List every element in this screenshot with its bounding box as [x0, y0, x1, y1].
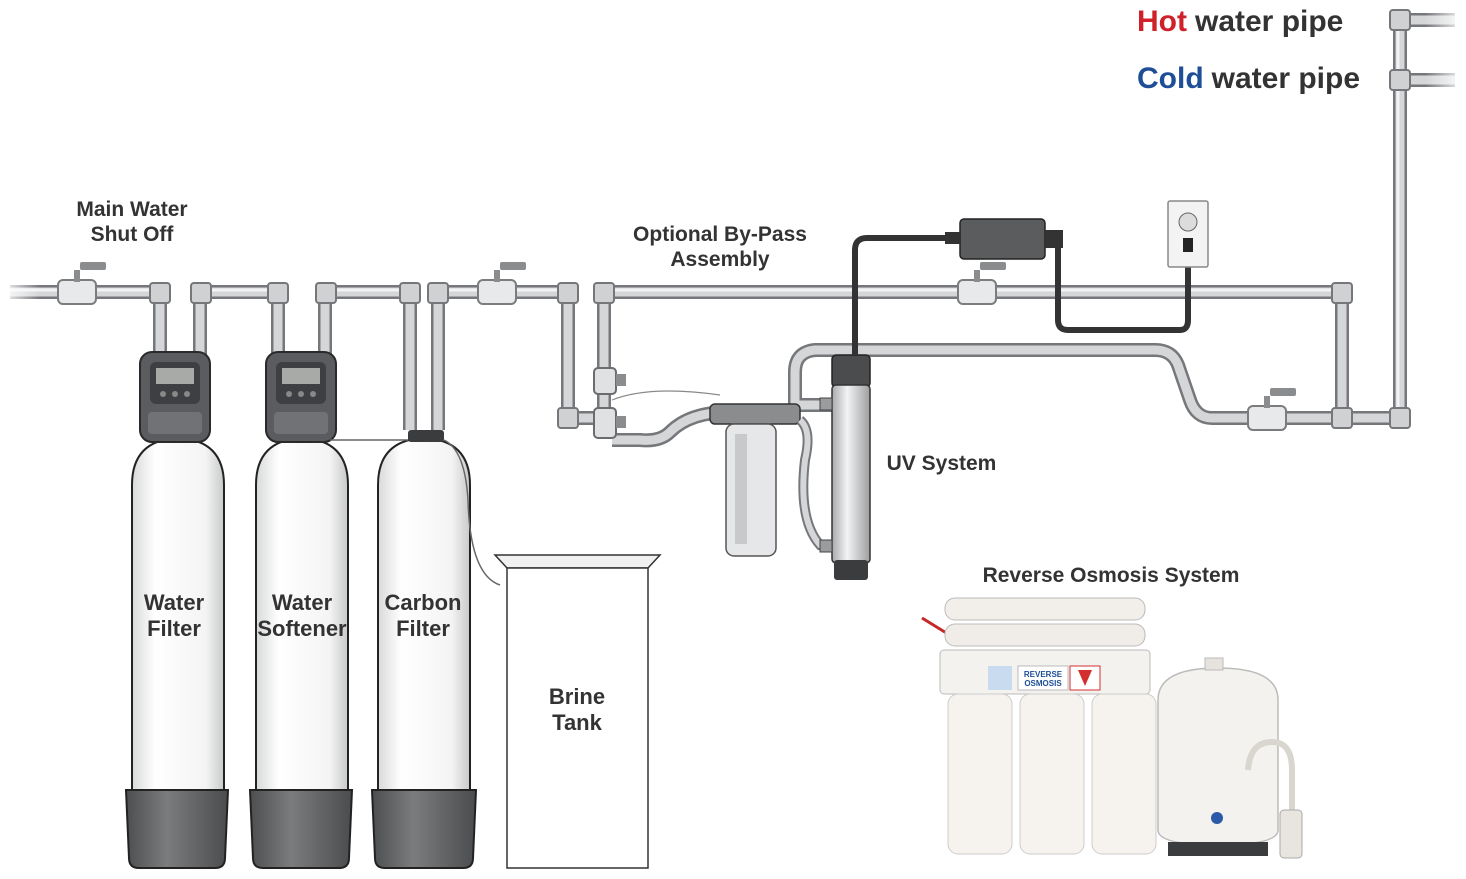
- shutoff-valve-icon: [57, 262, 106, 305]
- bypass-valve-icon: [957, 262, 1006, 305]
- water-filter-tank: [124, 436, 230, 869]
- cold-keyword: Cold: [1137, 62, 1204, 95]
- sediment-filter-housing: [709, 403, 830, 557]
- power-adapter-icon: [945, 218, 1063, 260]
- ro-faucet-icon: [1245, 738, 1303, 859]
- water-softener-tank: [248, 436, 354, 869]
- bypass-valve-icon: [477, 262, 526, 305]
- wall-outlet-icon: [1167, 200, 1209, 268]
- uv-system-label: UV System: [886, 452, 997, 475]
- carbon-filter-tank: [330, 430, 501, 869]
- outlet-valve-icon: [1247, 388, 1296, 431]
- inline-valve-icon: [593, 367, 626, 439]
- control-head-icon: [139, 351, 211, 443]
- uv-system-unit: [819, 354, 871, 580]
- power-cord: [852, 235, 1191, 355]
- ro-decal-line-2: OSMOSIS: [1024, 679, 1062, 688]
- ro-system-label: Reverse Osmosis System: [982, 564, 1240, 587]
- cold-label: water pipe: [1211, 62, 1361, 95]
- hot-keyword: Hot: [1137, 5, 1187, 38]
- hot-label: water pipe: [1194, 5, 1344, 38]
- ro-decal-line-1: REVERSE: [1024, 670, 1063, 679]
- control-head-icon: [265, 351, 337, 443]
- reverse-osmosis-unit: [921, 597, 1157, 855]
- ro-storage-tank: [1157, 657, 1279, 856]
- brine-tank: [493, 554, 662, 869]
